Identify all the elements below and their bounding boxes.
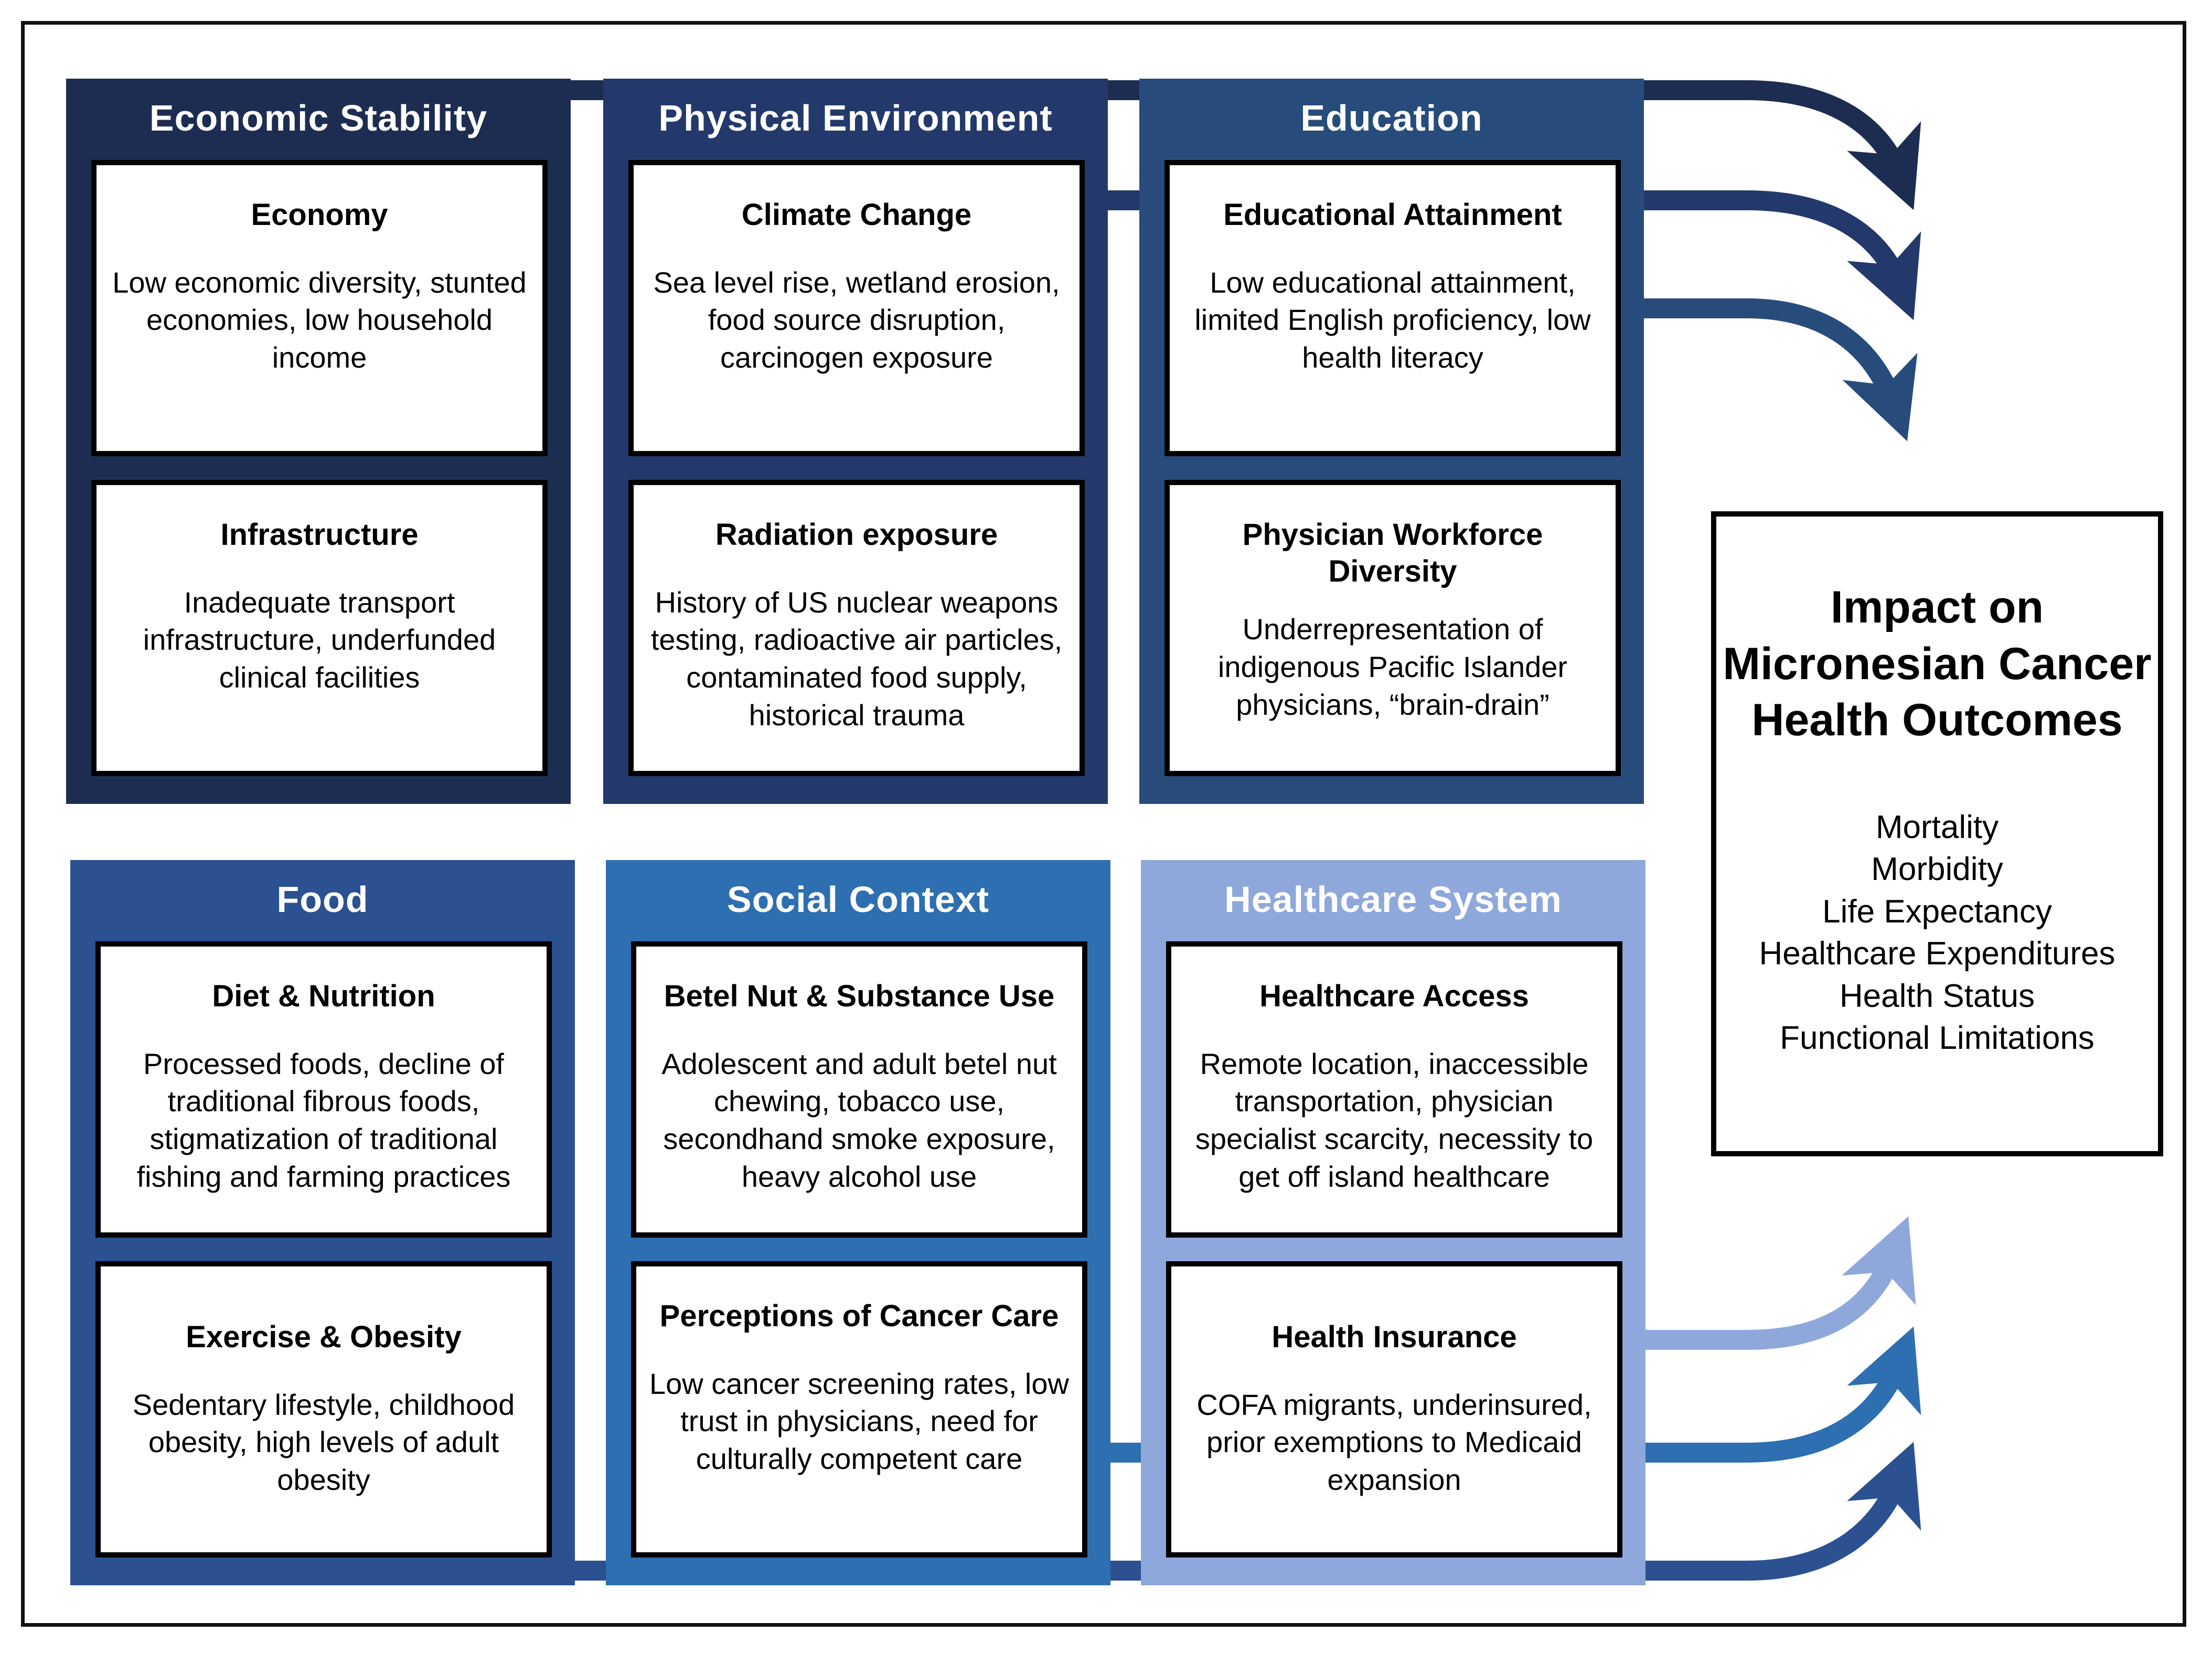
card-body: Sedentary lifestyle, childhood obesity, … — [132, 1388, 515, 1496]
card-body: Low cancer screening rates, low trust in… — [649, 1367, 1069, 1475]
card-title: Perceptions of Cancer Care — [659, 1299, 1059, 1333]
outcome-item: Health Status — [1839, 978, 2035, 1014]
panel-title: Healthcare System — [1224, 879, 1562, 920]
impact-box: Impact on Micronesian Cancer Health Outc… — [1711, 511, 2163, 1156]
panel-title: Social Context — [726, 879, 990, 920]
connector-economic-stability — [567, 80, 1921, 210]
card-title: Healthcare Access — [1259, 979, 1529, 1013]
card-title: Health Insurance — [1271, 1320, 1517, 1354]
card-title: Exercise & Obesity — [186, 1320, 462, 1354]
connector-food — [567, 1442, 1921, 1581]
panel-social-context: Social Context Betel Nut & Substance Use… — [606, 860, 1110, 1585]
outcome-item: Life Expectancy — [1822, 893, 2052, 930]
connector-social-context — [1091, 1326, 1921, 1463]
card-body: Inadequate transport infrastructure, und… — [143, 585, 496, 694]
card-educational-attainment: Educational Attainment Low educational a… — [1164, 160, 1621, 456]
panel-education: Education Educational Attainment Low edu… — [1139, 79, 1644, 804]
card-betel-nut-substance-use: Betel Nut & Substance Use Adolescent and… — [631, 941, 1087, 1238]
card-body: Remote location, inaccessible transporta… — [1195, 1047, 1594, 1193]
diagram-frame — [21, 21, 2186, 1627]
panel-title: Physical Environment — [658, 98, 1053, 138]
card-title: Physician Workforce Diversity — [1242, 518, 1543, 588]
connector-healthcare-system — [1637, 1216, 1916, 1350]
card-title: Educational Attainment — [1223, 198, 1562, 232]
card-title: Climate Change — [741, 198, 972, 232]
connector-education — [1637, 298, 1918, 442]
card-economy: Economy Low economic diversity, stunted … — [91, 160, 548, 456]
panel-healthcare-system: Healthcare System Healthcare Access Remo… — [1141, 860, 1645, 1585]
card-title: Radiation exposure — [715, 518, 998, 552]
outcome-item: Mortality — [1875, 809, 1999, 845]
card-title: Infrastructure — [220, 518, 419, 552]
card-exercise-obesity: Exercise & Obesity Sedentary lifestyle, … — [95, 1261, 552, 1558]
card-physician-workforce-diversity: Physician Workforce Diversity Underrepre… — [1164, 480, 1621, 776]
card-body: Low economic diversity, stunted economie… — [112, 265, 527, 374]
outcome-list: Mortality Morbidity Life Expectancy Heal… — [1759, 807, 2115, 1060]
panel-title: Food — [276, 879, 369, 920]
panel-title: Economic Stability — [149, 98, 488, 138]
card-title: Betel Nut & Substance Use — [664, 979, 1055, 1013]
card-diet-nutrition: Diet & Nutrition Processed foods, declin… — [95, 941, 552, 1238]
card-body: Processed foods, decline of traditional … — [136, 1047, 511, 1193]
card-infrastructure: Infrastructure Inadequate transport infr… — [91, 480, 548, 776]
card-body: Sea level rise, wetland erosion, food so… — [653, 265, 1060, 374]
panel-physical-environment: Physical Environment Climate Change Sea … — [603, 79, 1108, 804]
connector-physical-environment — [1091, 190, 1921, 320]
card-body: History of US nuclear weapons testing, r… — [650, 585, 1063, 732]
outcome-item: Functional Limitations — [1780, 1020, 2095, 1057]
card-body: Underrepresentation of indigenous Pacifi… — [1217, 613, 1568, 721]
panel-title: Education — [1300, 98, 1483, 138]
card-healthcare-access: Healthcare Access Remote location, inacc… — [1166, 941, 1622, 1238]
impact-title: Impact on Micronesian Cancer Health Outc… — [1723, 582, 2152, 745]
card-body: Low educational attainment, limited Engl… — [1194, 265, 1591, 374]
card-body: Adolescent and adult betel nut chewing, … — [661, 1047, 1057, 1193]
card-climate-change: Climate Change Sea level rise, wetland e… — [628, 160, 1085, 456]
card-radiation-exposure: Radiation exposure History of US nuclear… — [628, 480, 1085, 776]
card-perceptions-of-cancer-care: Perceptions of Cancer Care Low cancer sc… — [631, 1261, 1087, 1558]
card-health-insurance: Health Insurance COFA migrants, underins… — [1166, 1261, 1622, 1558]
card-body: COFA migrants, underinsured, prior exemp… — [1196, 1388, 1592, 1496]
card-title: Economy — [251, 198, 388, 232]
outcome-item: Morbidity — [1871, 851, 2003, 888]
outcome-item: Healthcare Expenditures — [1759, 936, 2115, 972]
panel-food: Food Diet & Nutrition Processed foods, d… — [70, 860, 575, 1585]
card-title: Diet & Nutrition — [212, 979, 435, 1013]
panel-economic-stability: Economic Stability Economy Low economic … — [66, 79, 571, 804]
